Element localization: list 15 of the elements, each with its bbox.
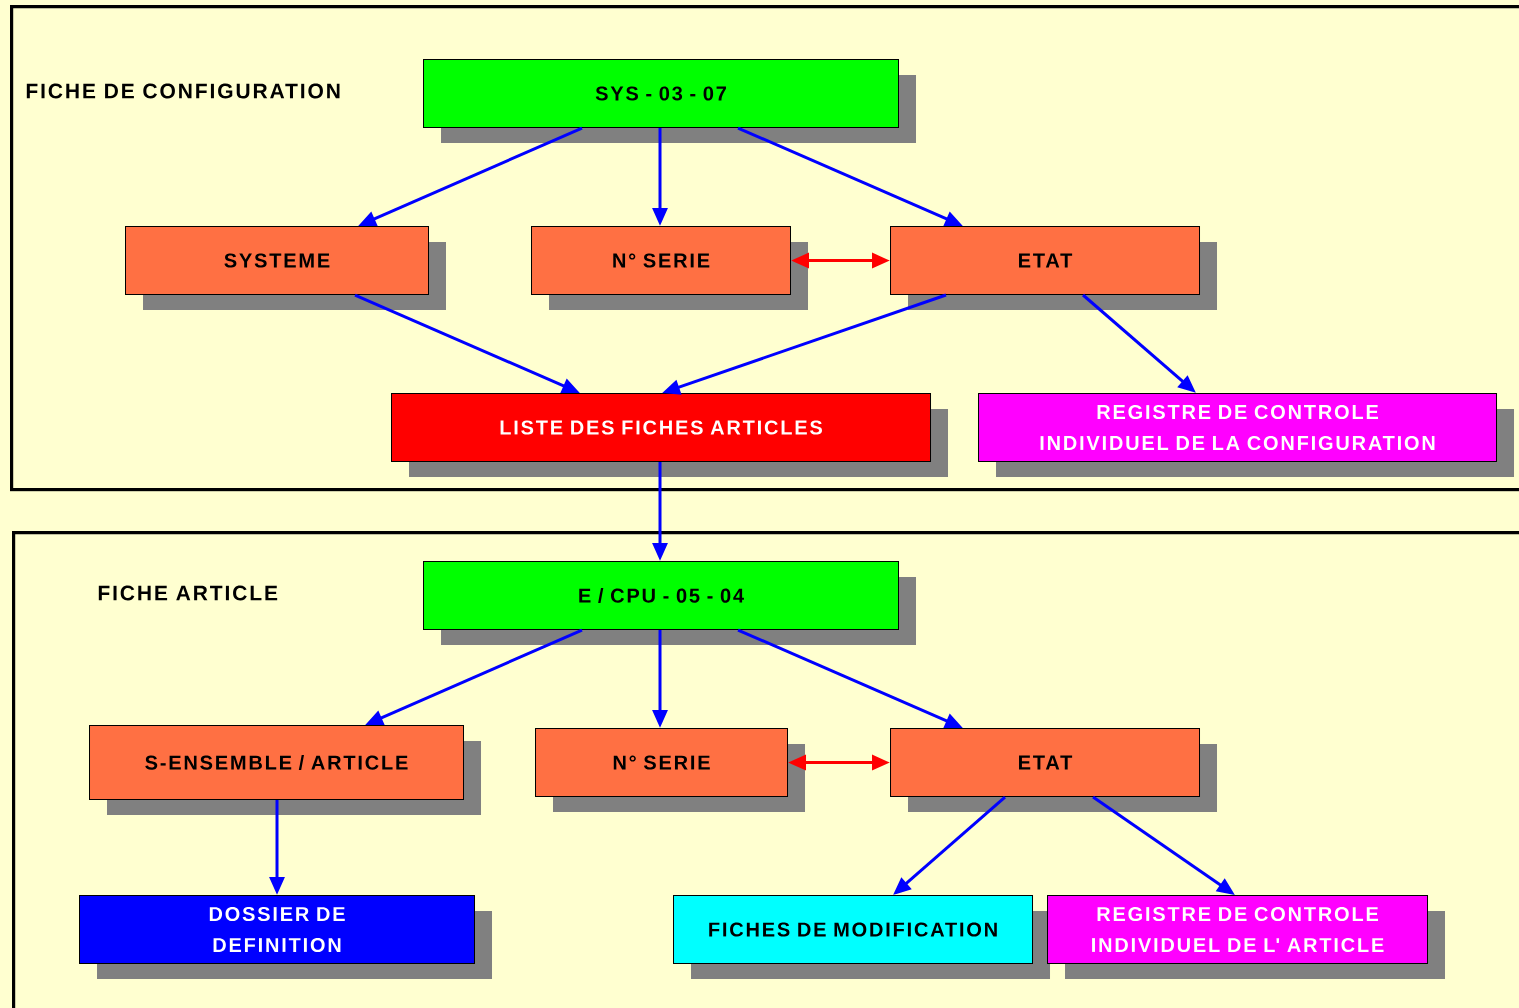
- panel-heading: FICHE DE CONFIGURATION: [26, 83, 340, 99]
- process-box: LISTE DES FICHES ARTICLES: [391, 393, 948, 477]
- process-box: SYSTEME: [125, 226, 446, 310]
- process-box: N° SERIE: [531, 226, 808, 310]
- process-box: ETAT: [890, 226, 1217, 310]
- panel-heading: FICHE ARTICLE: [98, 585, 278, 601]
- process-box: REGISTRE DE CONTROLE INDIVIDUEL DE LA CONFIGURATION: [978, 393, 1514, 477]
- process-box: REGISTRE DE CONTROLE INDIVIDUEL DE L' ARTICLE: [1047, 895, 1445, 979]
- process-box: DOSSIER DE DEFINITION: [79, 895, 492, 979]
- process-box: N° SERIE: [535, 728, 805, 812]
- process-box: E / CPU - 05 - 04: [423, 561, 916, 645]
- process-box: FICHES DE MODIFICATION: [673, 895, 1050, 979]
- process-box: S-ENSEMBLE / ARTICLE: [89, 725, 481, 815]
- process-box: ETAT: [890, 728, 1217, 812]
- process-box: SYS - 03 - 07: [423, 59, 916, 143]
